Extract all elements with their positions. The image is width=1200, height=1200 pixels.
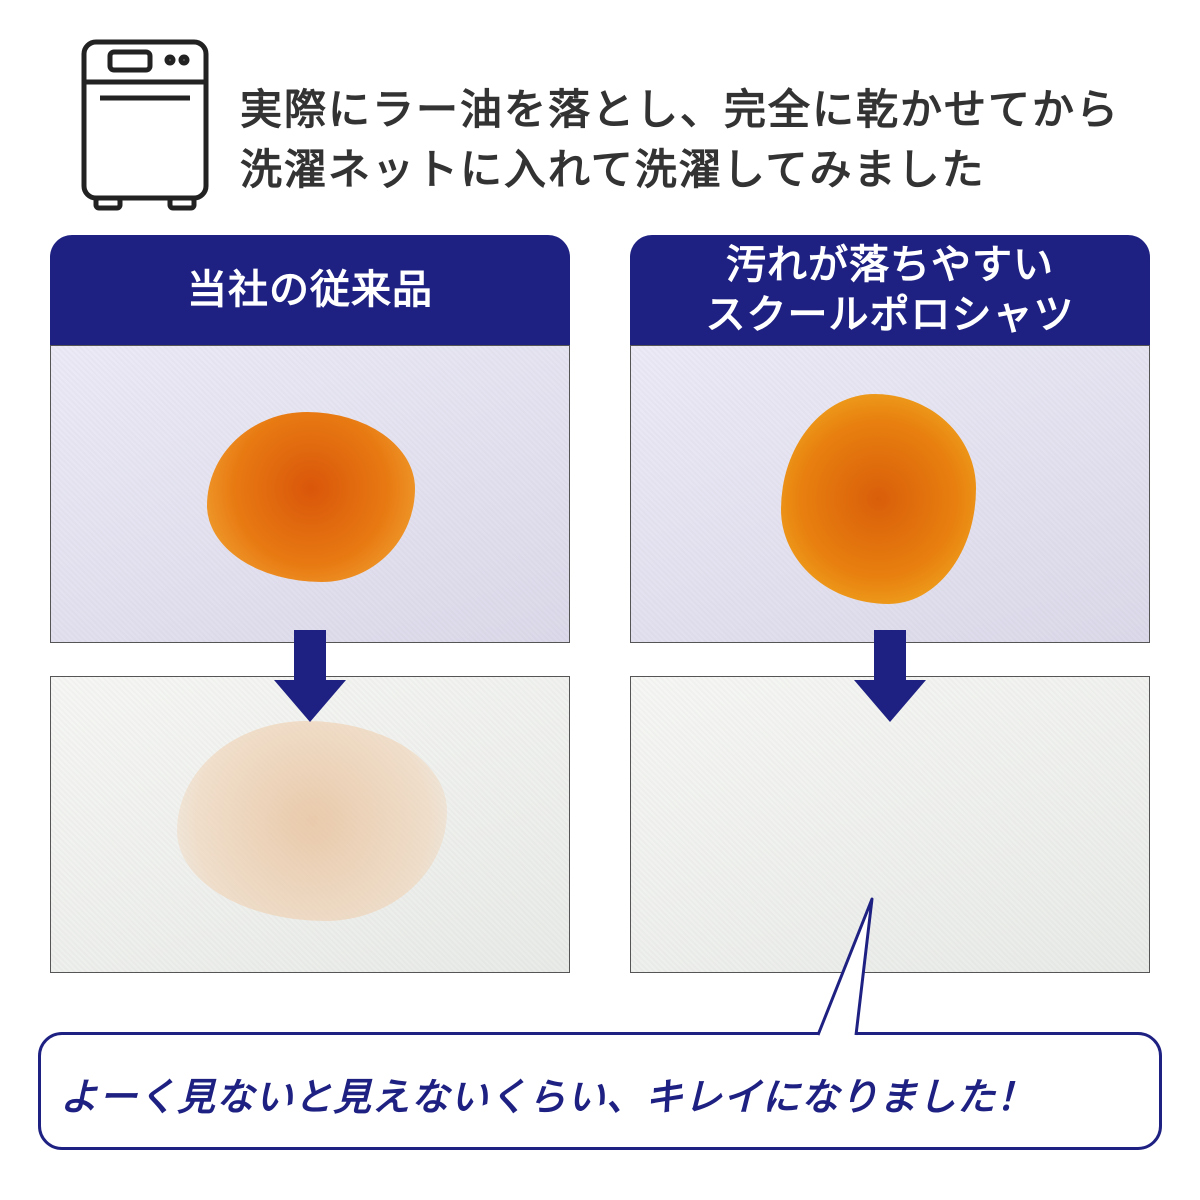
stain	[781, 394, 976, 604]
headline-line-2: 洗濯ネットに入れて洗濯してみました	[240, 145, 986, 194]
right-before-photo	[630, 345, 1150, 643]
washing-machine-icon	[81, 39, 209, 211]
left-panel-header: 当社の従来品	[50, 235, 570, 345]
speech-bubble-tail	[816, 897, 874, 1037]
faded-stain	[177, 721, 447, 921]
speech-bubble	[38, 1032, 1162, 1150]
headline: 実際にラー油を落とし、完全に乾かせてから 洗濯ネットに入れて洗濯してみました	[240, 80, 1120, 200]
left-before-photo	[50, 345, 570, 643]
callout-text: よーく見ないと見えないくらい、キレイになりました！	[60, 1075, 1036, 1119]
right-panel-title-line-2: スクールポロシャツ	[705, 292, 1075, 338]
right-panel-title-line-1: 汚れが落ちやすい	[726, 242, 1054, 288]
left-panel-title: 当社の従来品	[187, 267, 433, 313]
down-arrow-icon	[274, 630, 346, 722]
down-arrow-icon	[854, 630, 926, 722]
headline-line-1: 実際にラー油を落とし、完全に乾かせてから	[240, 85, 1121, 134]
stain	[207, 412, 415, 582]
right-panel-header: 汚れが落ちやすい スクールポロシャツ	[630, 235, 1150, 345]
